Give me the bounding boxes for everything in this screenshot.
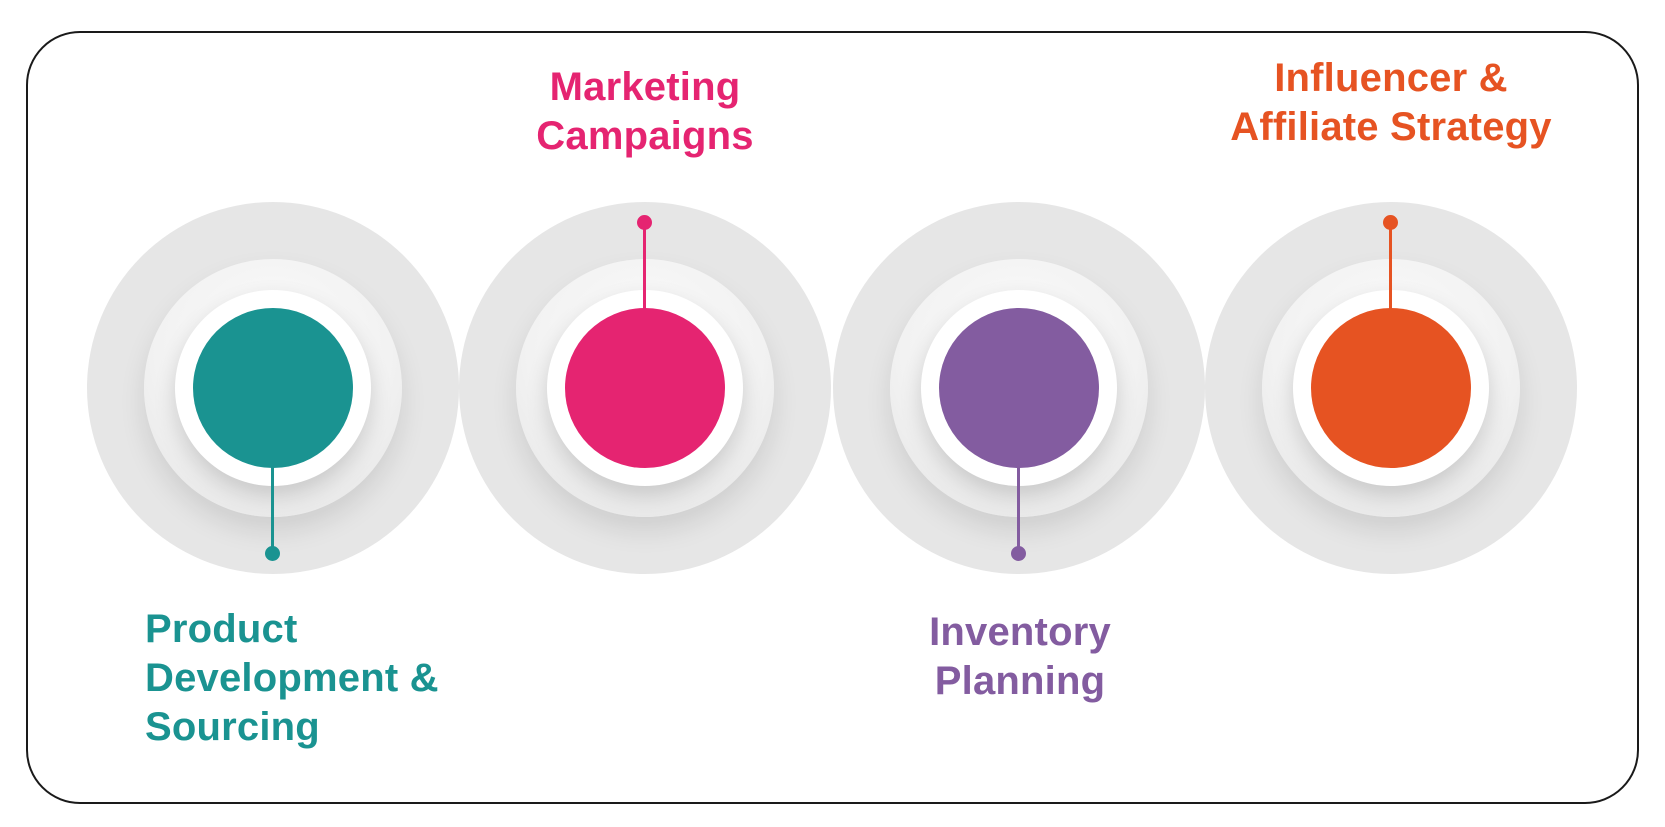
core-circle-purple (939, 308, 1099, 468)
label-line: Marketing (549, 65, 741, 109)
step-node-inventory (833, 202, 1205, 574)
step-node-product (87, 202, 459, 574)
core-circle-pink (565, 308, 725, 468)
label-line: Product (145, 607, 298, 651)
label-line: Affiliate Strategy (1230, 105, 1552, 149)
connector-dot-icon (637, 215, 652, 230)
label-line: Sourcing (145, 705, 320, 749)
label-line: Influencer & (1274, 56, 1508, 100)
label-line: Inventory (929, 610, 1111, 654)
core-circle-teal (193, 308, 353, 468)
connector-dot-icon (1383, 215, 1398, 230)
step-label-inventory: Inventory Planning (870, 608, 1170, 706)
label-line: Development & (145, 656, 439, 700)
step-node-marketing (459, 202, 831, 574)
step-node-influencer (1205, 202, 1577, 574)
step-label-product: Product Development & Sourcing (145, 605, 439, 752)
label-line: Campaigns (536, 114, 754, 158)
connector-line (643, 222, 646, 310)
core-circle-orange (1311, 308, 1471, 468)
connector-line (1389, 222, 1392, 310)
connector-line (271, 466, 274, 554)
connector-line (1017, 466, 1020, 554)
connector-dot-icon (1011, 546, 1026, 561)
step-label-marketing: Marketing Campaigns (495, 63, 795, 161)
label-line: Planning (934, 659, 1106, 703)
diagram-frame (26, 31, 1639, 804)
connector-dot-icon (265, 546, 280, 561)
step-label-influencer: Influencer & Affiliate Strategy (1191, 54, 1591, 152)
